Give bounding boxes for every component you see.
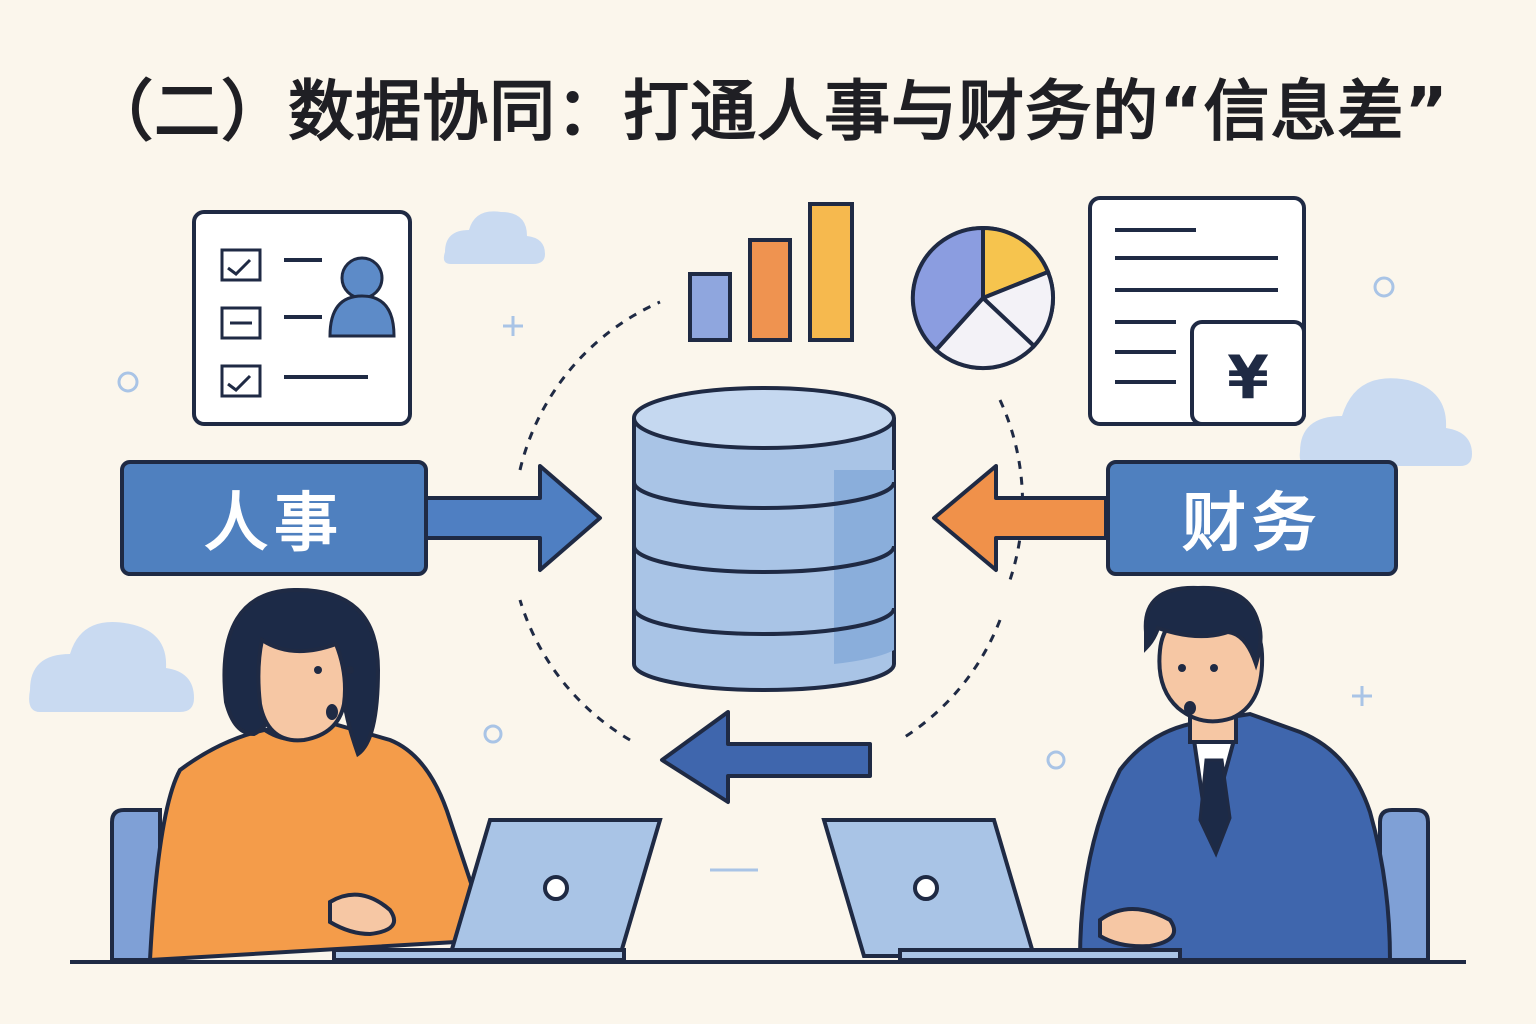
- hr-label: 人事: [120, 460, 428, 576]
- finance-employee-figure: [1077, 585, 1430, 962]
- arrow-left-return-icon: [660, 710, 872, 804]
- arrow-right-icon: [424, 464, 602, 572]
- sync-dashed-ring: [518, 300, 1024, 742]
- pie-chart-icon: [910, 225, 1056, 371]
- laptop-icon: [332, 818, 663, 962]
- hr-employee-figure: [110, 587, 493, 963]
- cloud-icon: [443, 211, 545, 264]
- sparkle-icon: [117, 276, 1395, 872]
- page-title: （二）数据协同：打通人事与财务的“信息差”: [87, 73, 1449, 150]
- employee-checklist-icon: [192, 210, 412, 426]
- cloud-icon: [29, 622, 194, 712]
- currency-yen: ¥: [1227, 343, 1269, 413]
- arrow-left-icon: [932, 464, 1108, 572]
- finance-label: 财务: [1106, 460, 1398, 576]
- cloud-icon: [1299, 378, 1472, 466]
- invoice-yen-icon: ¥: [1088, 196, 1306, 426]
- bar-chart-icon: [688, 202, 854, 342]
- laptop-icon: [821, 818, 1182, 962]
- database-icon: [632, 386, 896, 692]
